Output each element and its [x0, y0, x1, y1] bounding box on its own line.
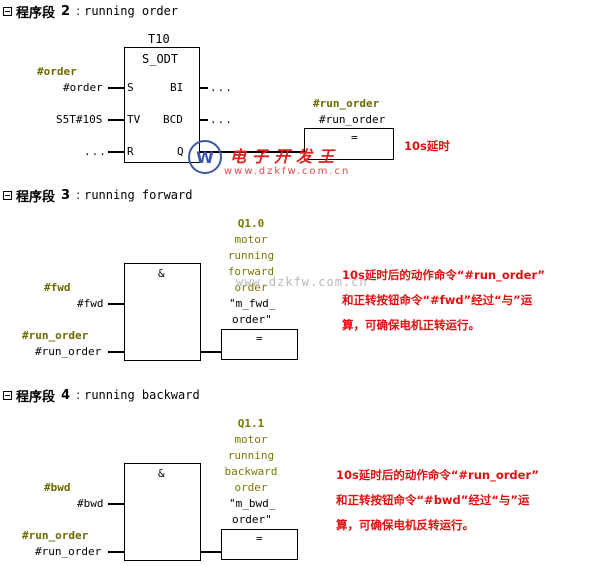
s-input-symbol: #order — [37, 65, 77, 78]
run-order-input-symbol: #run_order — [22, 329, 89, 342]
fwd-input-wire — [108, 303, 124, 305]
timer-pin-bi: BI — [170, 81, 184, 94]
delay-note: 10s延时 — [404, 139, 450, 153]
network-label: 程序段 — [16, 389, 56, 405]
network-number: 4 — [61, 387, 71, 403]
assign-coil-box[interactable] — [221, 529, 298, 560]
and-block[interactable] — [124, 463, 201, 561]
note-line: 和正转按钮命令“#fwd”经过“与”运 — [342, 293, 533, 307]
assign-coil-label: = — [351, 131, 358, 144]
note-line: 10s延时后的动作命令“#run_order” — [342, 268, 545, 282]
timer-block[interactable] — [124, 47, 200, 163]
bcd-output-wire — [200, 119, 208, 121]
run-order-input-operand[interactable]: #run_order — [35, 345, 102, 358]
and-block[interactable] — [124, 263, 201, 361]
coil-symbol: #run_order — [313, 97, 380, 110]
coil-operand[interactable]: #run_order — [319, 113, 386, 126]
network-3-header[interactable]: 程序段 3 : running forward — [3, 187, 193, 205]
coil-comment-line: forward — [227, 265, 275, 278]
fwd-input-symbol: #fwd — [44, 281, 71, 294]
network-title: running forward — [84, 188, 193, 202]
coil-comment-line: order — [234, 281, 268, 294]
network-colon: : — [76, 388, 81, 402]
note-line: 10s延时后的动作命令“#run_order” — [336, 468, 539, 482]
collapse-toggle-icon[interactable] — [3, 6, 12, 16]
fwd-input-operand[interactable]: #fwd — [77, 297, 104, 310]
r-input-wire — [108, 151, 124, 153]
bcd-output-operand[interactable]: ... — [210, 113, 233, 126]
coil-comment-line: motor — [234, 433, 268, 446]
and-block-label: & — [158, 267, 165, 280]
and-block-label: & — [158, 467, 165, 480]
run-order-input-symbol: #run_order — [22, 529, 89, 542]
timer-pin-q: Q — [177, 145, 184, 158]
coil-comment-line: running — [227, 249, 275, 262]
timer-pin-bcd: BCD — [163, 113, 183, 126]
tv-input-wire — [108, 119, 124, 121]
watermark-site-name: 电子开发王 — [230, 147, 341, 166]
network-2-header[interactable]: 程序段 2 : running order — [3, 3, 179, 21]
network-title: running backward — [84, 388, 200, 402]
network-label: 程序段 — [16, 189, 56, 205]
assign-coil-box[interactable] — [221, 329, 298, 360]
coil-comment-line: order — [234, 481, 268, 494]
coil-comment-line: backward — [224, 465, 278, 478]
network-title: running order — [84, 4, 179, 18]
coil-address: Q1.1 — [237, 417, 265, 430]
r-input-operand[interactable]: ... — [84, 145, 107, 158]
q-output-wire — [200, 151, 304, 153]
network-label: 程序段 — [16, 5, 56, 21]
note-line: 算，可确保电机正转运行。 — [342, 318, 480, 332]
run-order-input-operand[interactable]: #run_order — [35, 545, 102, 558]
coil-comment-line: running — [227, 449, 275, 462]
collapse-toggle-icon[interactable] — [3, 190, 12, 200]
bwd-input-symbol: #bwd — [44, 481, 71, 494]
run-order-input-wire — [108, 351, 124, 353]
coil-operand-line-1[interactable]: "m_bwd_ — [229, 497, 276, 510]
bwd-input-operand[interactable]: #bwd — [77, 497, 104, 510]
network-number: 2 — [61, 3, 71, 19]
timer-pin-tv: TV — [127, 113, 141, 126]
note-line: 算，可确保电机反转运行。 — [336, 518, 474, 532]
coil-operand-line-2[interactable]: order" — [232, 513, 272, 526]
network-number: 3 — [61, 187, 71, 203]
and-output-wire — [201, 551, 221, 553]
watermark-url: www.dzkfw.com.cn — [224, 166, 351, 177]
timer-pin-r: R — [127, 145, 134, 158]
network-4-header[interactable]: 程序段 4 : running backward — [3, 387, 200, 405]
network-colon: : — [76, 188, 81, 202]
assign-coil-label: = — [256, 332, 263, 345]
s-input-wire — [108, 87, 124, 89]
timer-address: T10 — [148, 32, 170, 46]
bi-output-operand[interactable]: ... — [210, 81, 233, 94]
tv-input-operand[interactable]: S5T#10S — [56, 113, 103, 126]
timer-pin-s: S — [127, 81, 134, 94]
assign-coil-label: = — [256, 532, 263, 545]
run-order-input-wire — [108, 551, 124, 553]
coil-operand-line-2[interactable]: order" — [232, 313, 272, 326]
coil-operand-line-1[interactable]: "m_fwd_ — [229, 297, 276, 310]
bi-output-wire — [200, 87, 208, 89]
note-line: 和正转按钮命令“#bwd”经过“与”运 — [336, 493, 530, 507]
s-input-operand[interactable]: #order — [63, 81, 103, 94]
timer-type: S_ODT — [142, 52, 179, 66]
and-output-wire — [201, 351, 221, 353]
coil-comment-line: motor — [234, 233, 268, 246]
watermark-url-faint: www.dzkfw.com.cn — [236, 275, 368, 289]
bwd-input-wire — [108, 503, 124, 505]
coil-address: Q1.0 — [237, 217, 265, 230]
network-colon: : — [76, 4, 81, 18]
assign-coil-box[interactable] — [304, 128, 394, 160]
watermark-logo-icon: W — [188, 140, 222, 174]
collapse-toggle-icon[interactable] — [3, 390, 12, 400]
